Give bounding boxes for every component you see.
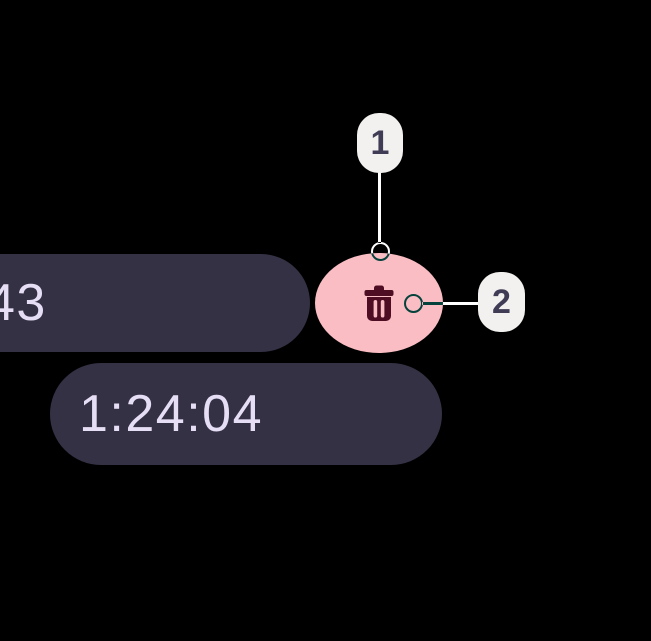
callout-1-label: 1: [370, 124, 390, 162]
timer-time-text: 1:24:04: [79, 385, 263, 443]
callout-badge-1: 1: [357, 113, 403, 173]
callout-1-leader-line: [378, 172, 381, 243]
trash-icon: [364, 285, 394, 321]
callout-2-leader-line: [422, 302, 478, 305]
stopwatch-time-text: 43: [0, 274, 47, 332]
callout-2-anchor-circle: [404, 294, 423, 313]
timer-pill: 1:24:04: [50, 363, 442, 465]
callout-1-anchor-circle: [371, 242, 390, 261]
callout-badge-2: 2: [478, 272, 525, 332]
stopwatch-time-pill: 43: [0, 254, 310, 352]
callout-2-label: 2: [492, 283, 511, 321]
